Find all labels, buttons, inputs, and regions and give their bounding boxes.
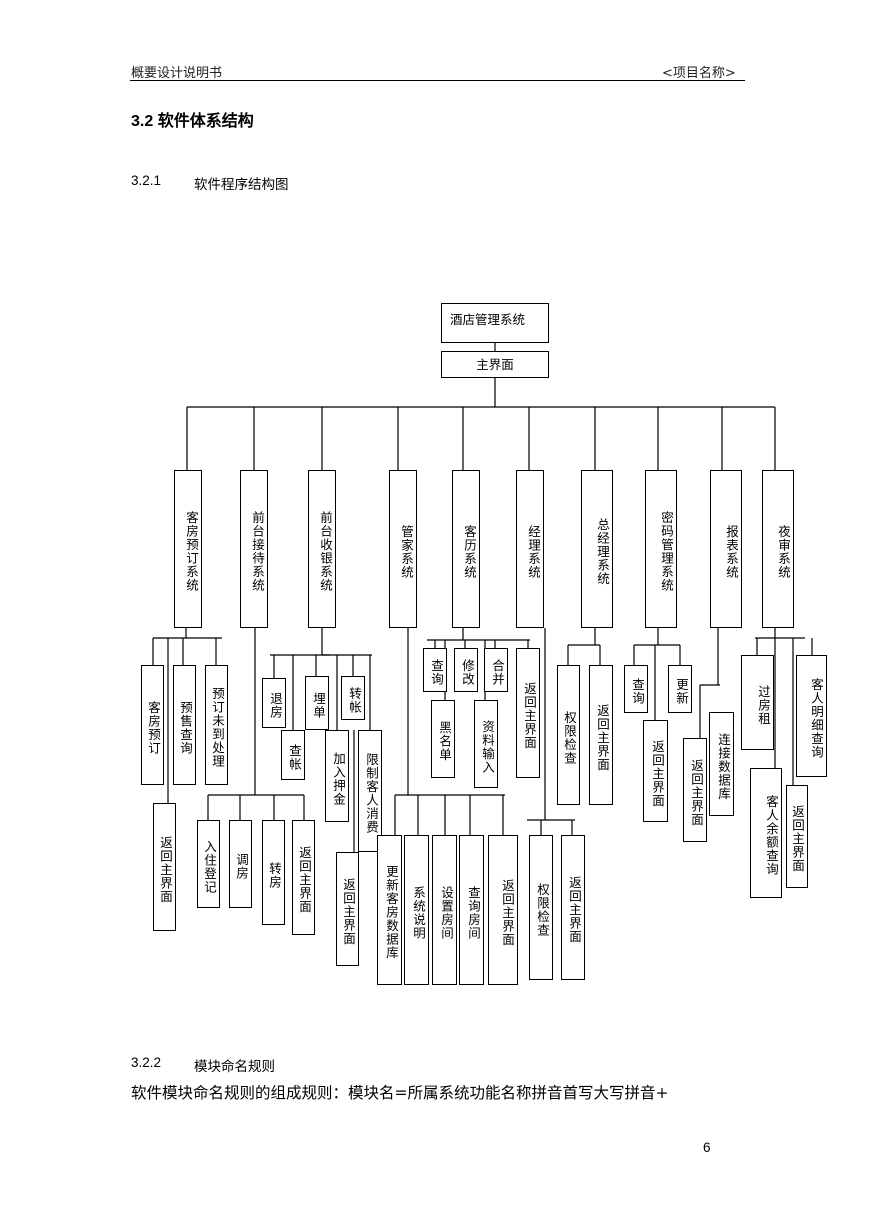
system-node: 客房预订系统 (174, 470, 202, 628)
body-paragraph: 软件模块命名规则的组成规则：模块名=所属系统功能名称拼音首写大写拼音+ (131, 1084, 669, 1102)
module-node: 设置房间 (432, 835, 457, 985)
module-node: 黑名单 (431, 700, 455, 778)
module-node: 加入押金 (325, 730, 349, 822)
module-node: 返回主界面 (153, 803, 176, 931)
module-node: 连接数据库 (709, 712, 734, 816)
module-node: 返回主界面 (516, 648, 540, 778)
module-node: 查询 (624, 665, 648, 713)
header-rule (130, 80, 745, 81)
module-node: 权限检查 (557, 665, 580, 805)
module-node: 入住登记 (197, 820, 220, 908)
system-node: 前台接待系统 (240, 470, 268, 628)
section-title: 3.2 软件体系结构 (131, 113, 254, 130)
page-number: 6 (703, 1140, 711, 1155)
module-node: 返回主界面 (292, 820, 315, 935)
module-node: 调房 (229, 820, 252, 908)
module-node: 客人余额查询 (750, 768, 782, 898)
root-node: 酒店管理系统 (441, 303, 549, 343)
system-node: 密码管理系统 (645, 470, 677, 628)
subsection-number: 3.2.1 (131, 173, 162, 188)
module-node: 查询 (423, 648, 447, 692)
module-node: 返回主界面 (589, 665, 613, 805)
system-node: 管家系统 (389, 470, 417, 628)
module-node: 预售查询 (173, 665, 196, 785)
module-node: 返回主界面 (561, 835, 585, 980)
module-node: 更新 (668, 665, 692, 713)
module-node: 转房 (262, 820, 285, 925)
module-node: 查帐 (281, 730, 305, 780)
module-node: 返回主界面 (336, 852, 359, 966)
module-node: 返回主界面 (786, 785, 808, 888)
module-node: 客房预订 (141, 665, 164, 785)
module-node: 转帐 (341, 676, 365, 720)
module-node: 合并 (484, 648, 508, 692)
subsection-number: 3.2.2 (131, 1055, 162, 1070)
module-node: 埋单 (305, 676, 329, 730)
module-node: 查询房间 (459, 835, 484, 985)
module-node: 客人明细查询 (796, 655, 827, 777)
system-node: 经理系统 (516, 470, 544, 628)
module-node: 预订未到处理 (205, 665, 228, 785)
module-node: 返回主界面 (643, 720, 668, 822)
main-interface-node: 主界面 (441, 351, 549, 378)
module-node: 权限检查 (529, 835, 553, 980)
module-node: 过房租 (741, 655, 774, 750)
subsection-title: 模块命名规则 (194, 1059, 275, 1074)
module-node: 系统说明 (404, 835, 429, 985)
subsection-title: 软件程序结构图 (194, 177, 289, 192)
system-node: 前台收银系统 (308, 470, 336, 628)
system-node: 客历系统 (452, 470, 480, 628)
system-node: 夜审系统 (762, 470, 794, 628)
module-node: 返回主界面 (488, 835, 518, 985)
system-node: 报表系统 (710, 470, 742, 628)
module-node: 退房 (262, 678, 286, 728)
system-node: 总经理系统 (581, 470, 613, 628)
module-node: 限制客人消费 (358, 730, 382, 852)
module-node: 修改 (454, 648, 478, 692)
module-node: 资料输入 (474, 700, 498, 788)
module-node: 返回主界面 (683, 738, 707, 842)
module-node: 更新客房数据库 (377, 835, 402, 985)
header-doc-title: 概要设计说明书 (131, 66, 223, 81)
header-project-name: <项目名称> (662, 66, 736, 81)
